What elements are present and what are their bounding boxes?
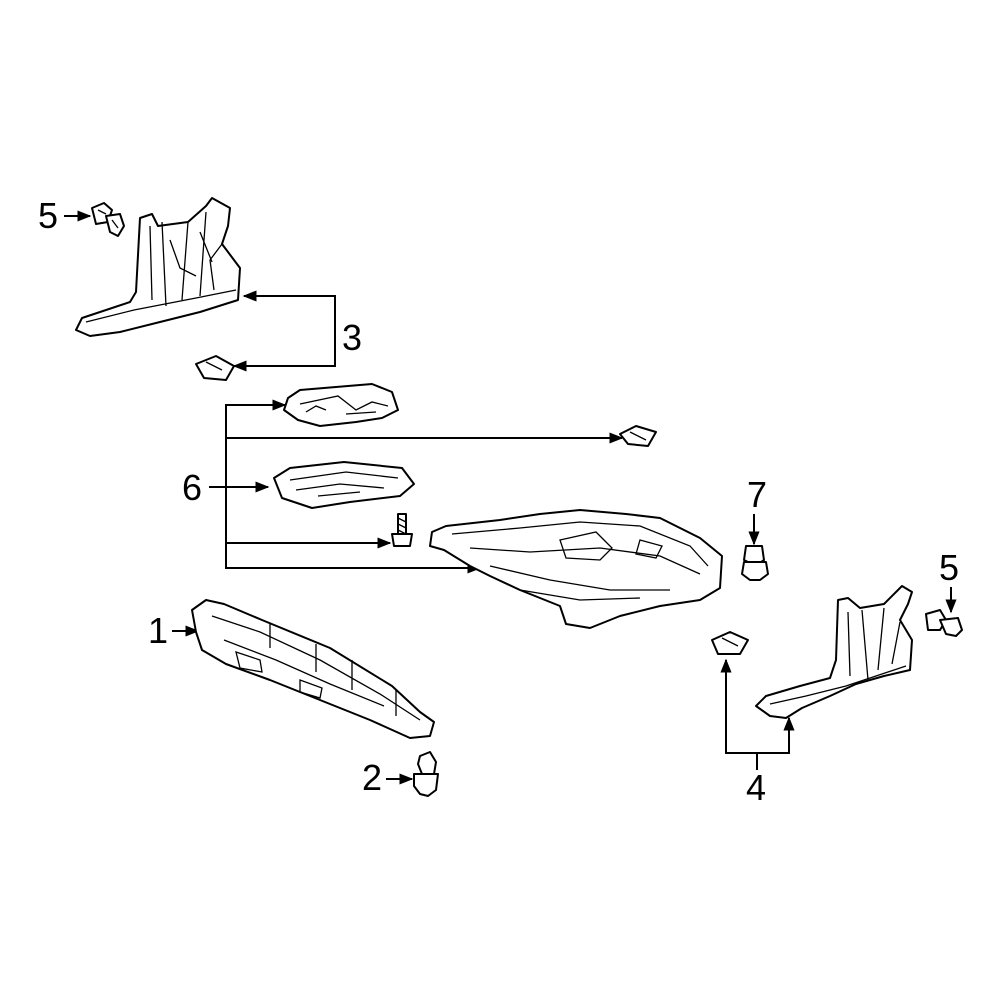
right-splash-shield-clip-icon (711, 631, 749, 655)
callout-3: 3 (342, 317, 362, 358)
callout-2: 2 (362, 757, 382, 798)
splash-shield-middle-plate (273, 461, 415, 509)
clip-left-5-icon (91, 202, 125, 237)
lower-cover (191, 599, 435, 739)
callout-6: 6 (182, 467, 202, 508)
retainer-7-icon (741, 545, 769, 581)
engine-splash-shield (429, 509, 723, 629)
callout-4: 4 (746, 767, 766, 808)
leader-lines (64, 210, 957, 785)
splash-shield-small-clip-icon (619, 425, 657, 447)
callout-5-left: 5 (38, 195, 58, 236)
callout-7: 7 (747, 474, 767, 515)
clip-right-5-icon (925, 609, 963, 637)
right-splash-shield (755, 585, 913, 719)
left-splash-shield (75, 197, 241, 337)
splash-shield-upper-plate (283, 383, 399, 427)
callout-5-right: 5 (939, 547, 959, 588)
left-splash-shield-clip-icon (195, 355, 235, 381)
splash-shield-bolt-icon (391, 513, 413, 547)
push-clip-2-icon (413, 751, 439, 797)
callout-1: 1 (148, 610, 168, 651)
